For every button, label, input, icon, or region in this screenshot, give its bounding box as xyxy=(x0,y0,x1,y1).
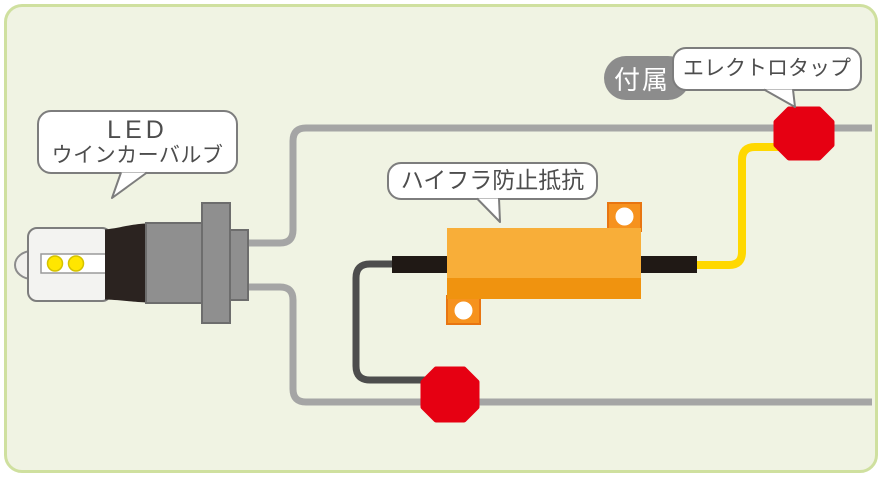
electro-tap-label: エレクトロタップ xyxy=(683,57,851,81)
resistor-callout: ハイフラ防止抵抗 xyxy=(387,162,598,200)
led-bulb-label-line1: LED xyxy=(107,116,168,145)
included-badge-label: 付属 xyxy=(613,64,670,95)
electro-tap-callout: エレクトロタップ xyxy=(672,47,862,91)
resistor-lead-left xyxy=(392,256,449,273)
resistor-body-shade xyxy=(447,278,641,299)
resistor-mount-hole-top xyxy=(615,207,634,226)
electro-tap-bottom xyxy=(420,366,480,423)
harness-wire-bottom xyxy=(246,283,872,406)
bulb-black-collar xyxy=(105,223,146,303)
led-chip-2 xyxy=(67,255,85,272)
electro-tap-top xyxy=(773,106,835,161)
bulb-base-cylinder xyxy=(145,222,204,304)
resistor-label: ハイフラ防止抵抗 xyxy=(400,167,585,194)
led-chip-1 xyxy=(46,255,64,272)
resistor-mount-hole-bottom xyxy=(454,301,473,320)
led-bulb-callout: LED ウインカーバルブ xyxy=(37,110,238,174)
resistor-dark-wire xyxy=(352,260,440,384)
resistor-yellow-wire xyxy=(695,143,790,269)
resistor-body-top xyxy=(447,228,641,278)
bulb-flange xyxy=(201,202,231,324)
led-bulb-illustration xyxy=(14,202,249,324)
resistor-lead-right xyxy=(640,256,697,273)
harness-wire-top xyxy=(246,124,872,247)
led-bulb-label-line2: ウインカーバルブ xyxy=(51,144,224,168)
resistor-illustration xyxy=(392,202,697,325)
